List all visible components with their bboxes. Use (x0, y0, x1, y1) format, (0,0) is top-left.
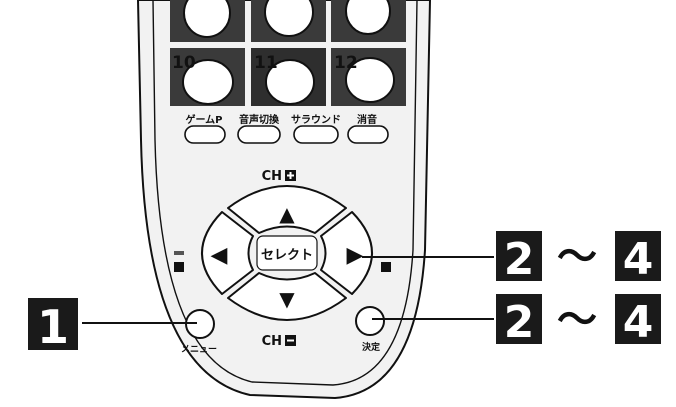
number-key-12-label: 12 (334, 53, 358, 73)
volume-down-marker-icon (174, 262, 184, 272)
callout-range-bottom-end: 4 (623, 297, 654, 348)
ch-up-label-group: CH (262, 169, 296, 184)
ch-down-label-group: CH (262, 334, 296, 349)
volume-up-marker-icon (381, 262, 391, 272)
callout-range-bottom: 2 ～ 4 (496, 294, 661, 348)
number-key-top-right[interactable] (345, 0, 391, 35)
left-arrow-icon: ◀ (211, 243, 228, 268)
callout-range-top-end: 4 (623, 234, 654, 285)
number-key-11-label: 11 (254, 53, 278, 73)
select-label: セレクト (261, 248, 313, 263)
dpad-up-button[interactable] (227, 185, 347, 234)
dpad-left-button[interactable] (201, 211, 254, 295)
callout-step-1: 1 (28, 298, 78, 354)
callout-range-top: 2 ～ 4 (496, 231, 661, 285)
mute-label: 消音 (357, 113, 377, 126)
ch-down-label: CH (262, 334, 282, 349)
callout-step-1-text: 1 (37, 300, 69, 354)
dpad-right-button[interactable] (320, 211, 373, 295)
game-p-button[interactable] (184, 125, 226, 144)
dpad-down-button[interactable] (227, 272, 347, 321)
number-key-top-center[interactable] (264, 0, 314, 37)
right-arrow-icon: ▶ (347, 243, 364, 268)
menu-button-label: メニュー (181, 344, 217, 355)
callout-range-top-start: 2 (504, 234, 535, 285)
up-arrow-icon: ▲ (279, 202, 295, 226)
surround-button[interactable] (293, 125, 339, 144)
number-key-12[interactable]: 12 (334, 53, 395, 103)
enter-button[interactable] (355, 306, 385, 336)
select-button[interactable] (256, 235, 318, 271)
number-key-10[interactable]: 10 (172, 53, 234, 105)
down-arrow-icon: ▼ (279, 287, 295, 311)
callout-range-bottom-sep: ～ (557, 297, 597, 343)
number-key-row-bottom: 10 11 12 (170, 48, 406, 106)
callout-range-top-sep: ～ (557, 234, 597, 280)
mute-button[interactable] (347, 125, 389, 144)
game-p-label: ゲームP (185, 113, 222, 126)
number-key-top-left[interactable] (183, 0, 231, 38)
enter-button-label: 決定 (362, 341, 381, 353)
number-key-11[interactable]: 11 (254, 53, 315, 105)
number-key-10-label: 10 (172, 53, 196, 73)
function-button-row: ゲームP 音声切換 サラウンド 消音 (184, 113, 389, 144)
remote-inner-edge (152, 0, 418, 386)
dpad: ▲ ▼ ◀ ▶ セレクト (201, 185, 373, 321)
callout-range-bottom-start: 2 (504, 297, 535, 348)
surround-label: サラウンド (291, 114, 341, 126)
number-key-row-top (170, 0, 406, 42)
ch-up-label: CH (262, 169, 282, 184)
audio-switch-label: 音声切換 (239, 113, 280, 126)
audio-switch-button[interactable] (237, 125, 281, 144)
